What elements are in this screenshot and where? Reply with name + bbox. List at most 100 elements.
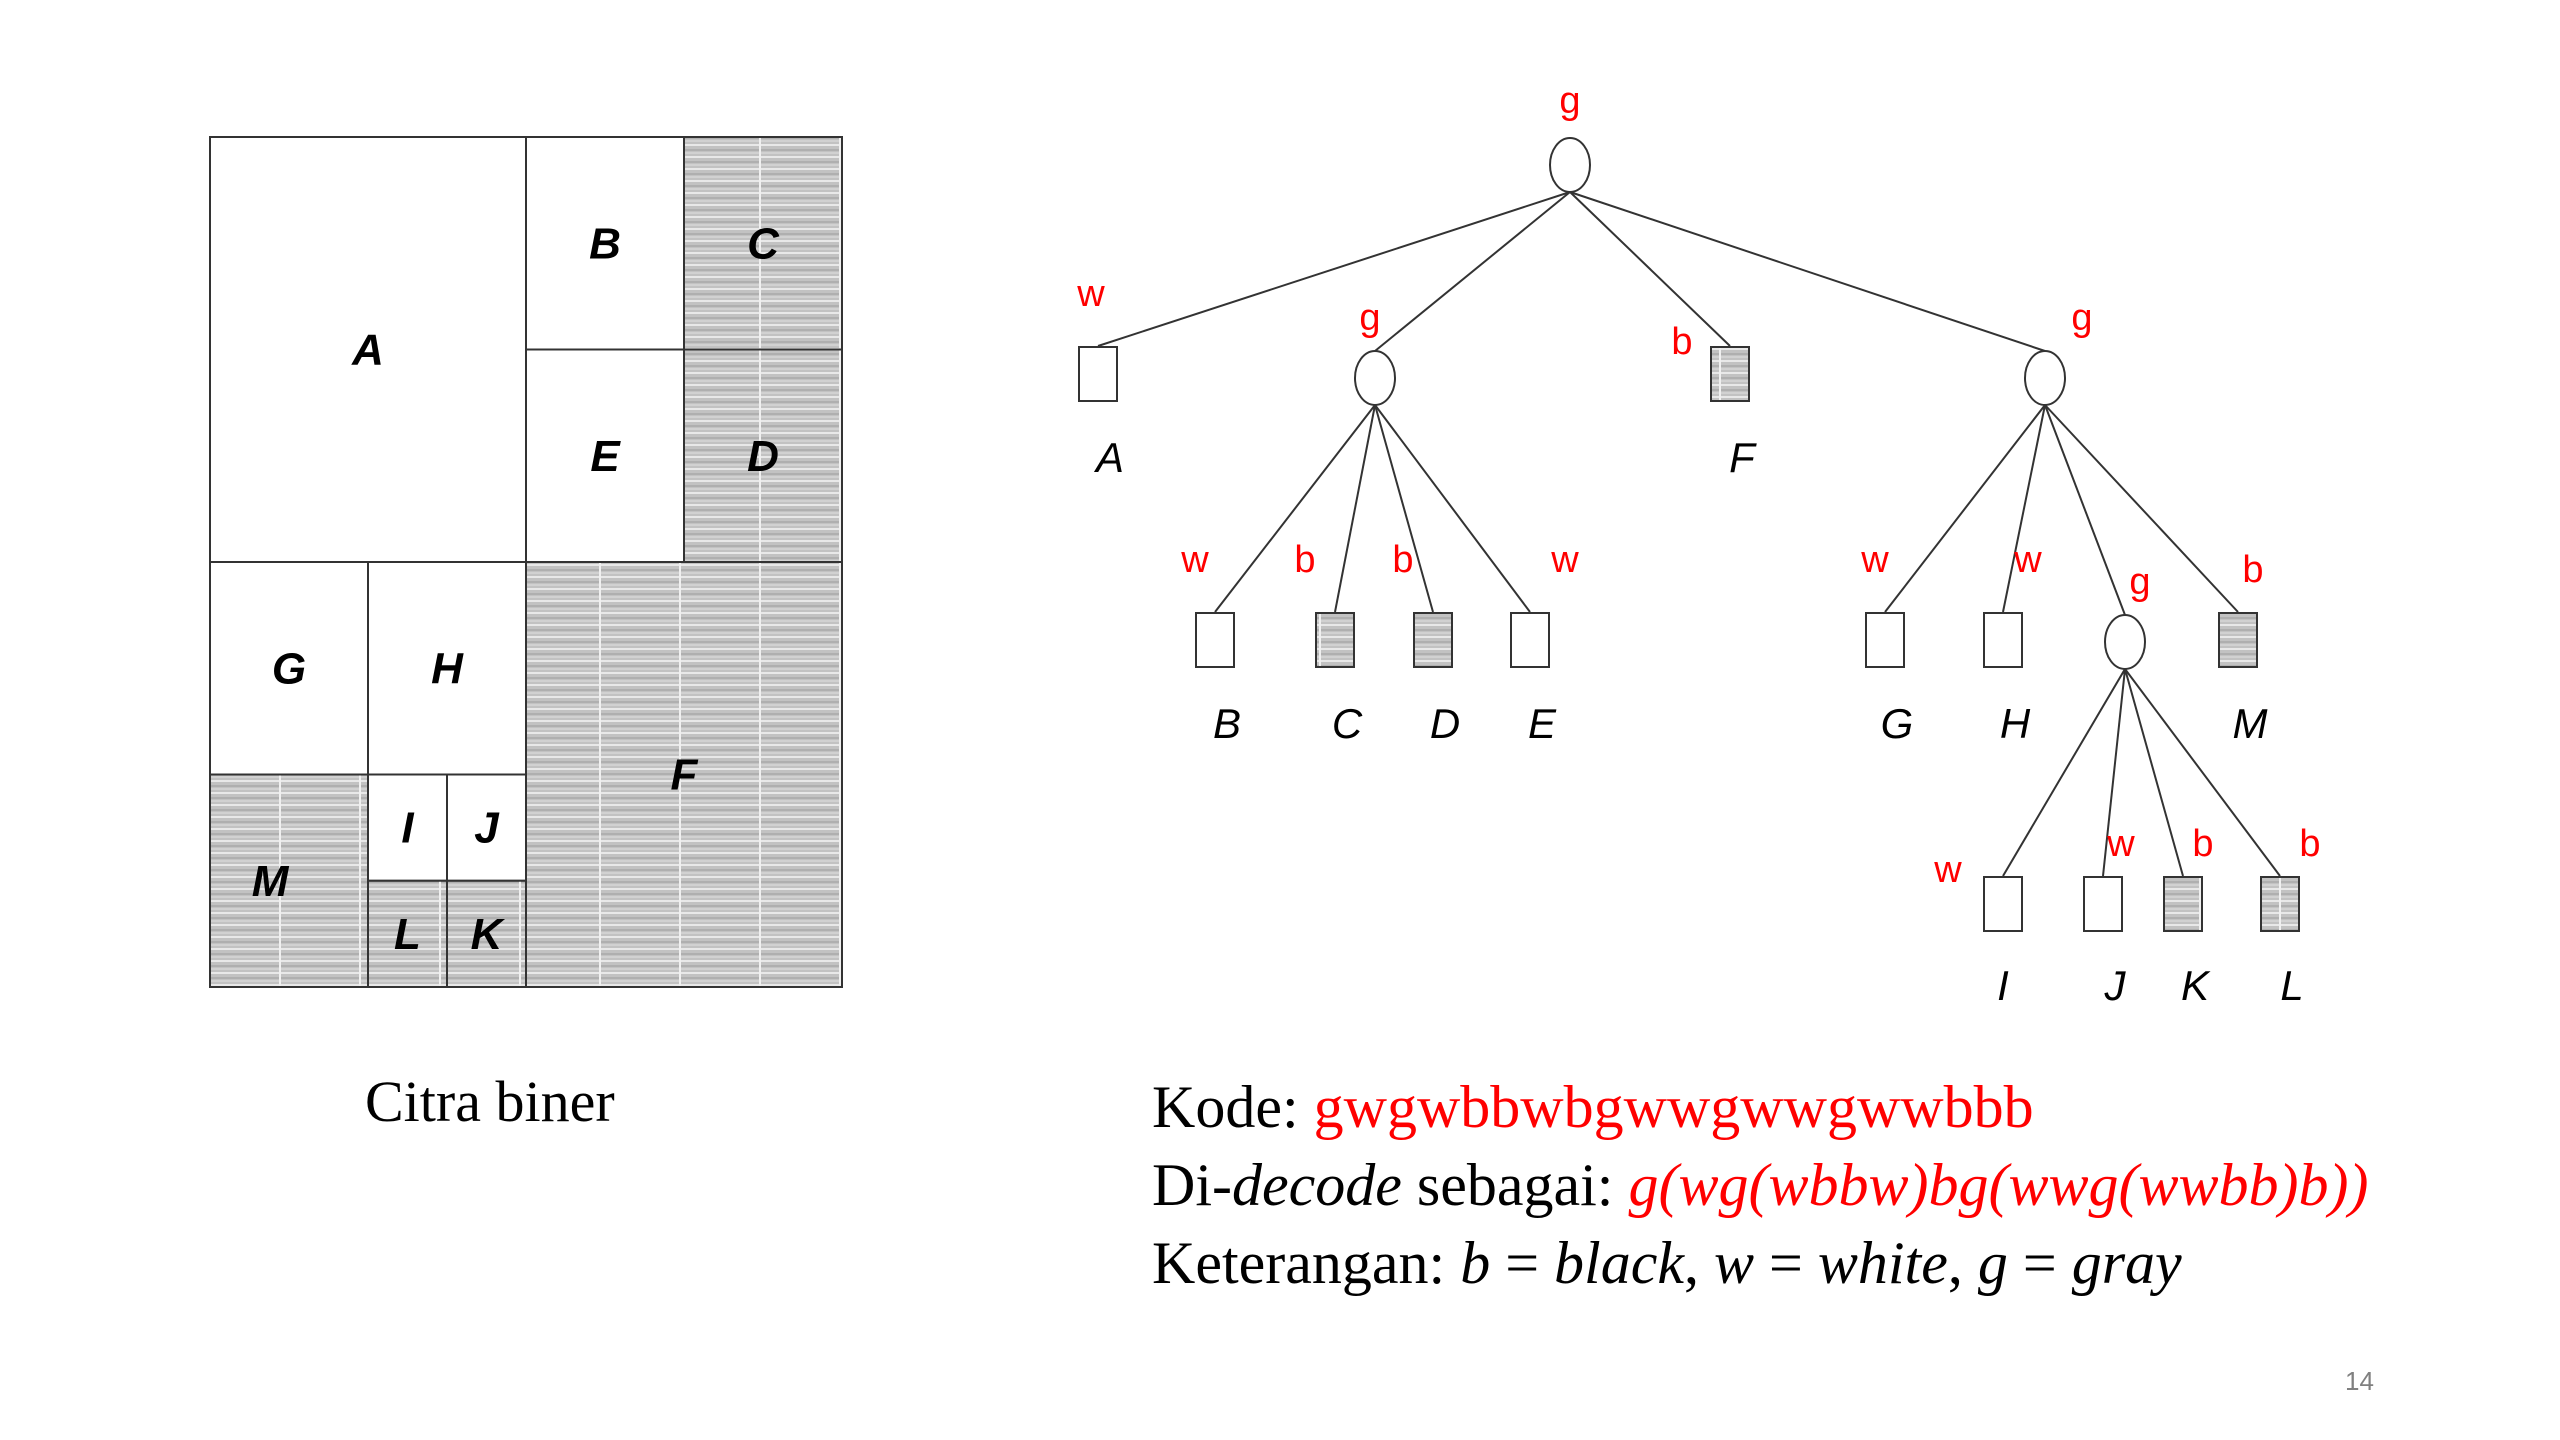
tree-color-label-H: w bbox=[2013, 539, 2042, 581]
edge-g3-J bbox=[2102, 668, 2126, 877]
tree-leaf-M bbox=[2218, 612, 2258, 668]
edge-root-A bbox=[1097, 191, 1571, 347]
tree-leaf-A bbox=[1078, 346, 1118, 402]
region-label-I: I bbox=[401, 804, 414, 853]
tree-color-label-A: w bbox=[1076, 273, 1105, 315]
tree-color-label-G: w bbox=[1860, 539, 1889, 581]
edge-g3-I bbox=[2002, 668, 2126, 877]
tree-leaf-label-L: L bbox=[2280, 962, 2303, 1009]
legend-line: Keterangan: b = black, w = white, g = gr… bbox=[1152, 1224, 2368, 1302]
tree-leaf-K bbox=[2163, 876, 2203, 932]
region-H bbox=[367, 561, 527, 776]
edge-g3-K bbox=[2124, 668, 2184, 877]
code-label: Kode: bbox=[1152, 1074, 1314, 1140]
legend-b: b bbox=[1460, 1230, 1491, 1296]
tree-leaf-B bbox=[1195, 612, 1235, 668]
region-label-D: D bbox=[747, 432, 779, 481]
tree-color-label-F: b bbox=[1671, 321, 1692, 363]
edge-g2-G bbox=[1884, 404, 2046, 613]
region-label-G: G bbox=[272, 644, 306, 693]
tree-leaf-label-E: E bbox=[1528, 700, 1557, 747]
tree-leaf-J bbox=[2083, 876, 2123, 932]
decode-value: g(wg(wbbw)bg(wwg(wwbb)b)) bbox=[1628, 1152, 2369, 1218]
tree-leaf-label-M: M bbox=[2233, 700, 2268, 747]
tree-node-g1 bbox=[1354, 350, 1396, 406]
tree-leaf-G bbox=[1865, 612, 1905, 668]
tree-leaf-D bbox=[1413, 612, 1453, 668]
tree-color-label-I: w bbox=[1933, 849, 1962, 891]
tree-leaf-label-C: C bbox=[1332, 700, 1363, 747]
legend-label: Keterangan: bbox=[1152, 1230, 1461, 1296]
region-label-K: K bbox=[471, 910, 506, 959]
tree-color-label-L: b bbox=[2299, 823, 2320, 865]
code-line: Kode: gwgwbbwbgwwgwwgwwbbb bbox=[1152, 1068, 2368, 1146]
image-caption: Citra biner bbox=[365, 1069, 615, 1134]
edge-g2-M bbox=[2044, 404, 2239, 613]
tree-leaf-H bbox=[1983, 612, 2023, 668]
decode-prefix: Di- bbox=[1152, 1152, 1232, 1218]
edge-root-g1 bbox=[1374, 191, 1571, 352]
decode-suffix: sebagai: bbox=[1401, 1152, 1629, 1218]
decode-line: Di-decode sebagai: g(wg(wbbw)bg(wwg(wwbb… bbox=[1152, 1146, 2368, 1224]
tree-leaf-label-D: D bbox=[1430, 700, 1460, 747]
tree-color-label-K: b bbox=[2192, 823, 2213, 865]
tree-color-label-M: b bbox=[2242, 549, 2263, 591]
region-label-B: B bbox=[589, 219, 621, 268]
region-label-M: M bbox=[252, 857, 290, 906]
legend-gray: gray bbox=[2071, 1230, 2182, 1296]
tree-leaf-label-H: H bbox=[2000, 700, 2031, 747]
tree-leaf-I bbox=[1983, 876, 2023, 932]
region-G bbox=[209, 561, 369, 776]
tree-color-label-E: w bbox=[1550, 539, 1579, 581]
edge-g2-g3 bbox=[2044, 404, 2126, 616]
legend-g-eq: = bbox=[2007, 1230, 2072, 1296]
tree-node-g3 bbox=[2104, 614, 2146, 670]
region-M bbox=[209, 773, 369, 988]
tree-color-label-g2: g bbox=[2071, 297, 2092, 339]
tree-leaf-label-F: F bbox=[1729, 434, 1757, 481]
tree-node-root bbox=[1549, 137, 1591, 193]
tree-leaf-C bbox=[1315, 612, 1355, 668]
tree-color-label-root: g bbox=[1559, 80, 1580, 122]
region-label-C: C bbox=[747, 219, 780, 268]
legend-black: black bbox=[1554, 1230, 1684, 1296]
edge-g2-H bbox=[2002, 404, 2046, 613]
tree-leaf-L bbox=[2260, 876, 2300, 932]
tree-node-g2 bbox=[2024, 350, 2066, 406]
image-border bbox=[209, 136, 843, 988]
edge-g1-E bbox=[1374, 404, 1531, 613]
tree-leaf-label-G: G bbox=[1881, 700, 1914, 747]
legend-sep-1: , bbox=[1683, 1230, 1714, 1296]
code-text-block: Kode: gwgwbbwbgwwgwwgwwbbb Di-decode seb… bbox=[1152, 1068, 2368, 1302]
tree-color-label-g3: g bbox=[2129, 561, 2150, 603]
edge-g1-D bbox=[1374, 404, 1434, 613]
tree-color-label-C: b bbox=[1294, 539, 1315, 581]
slide-number: 14 bbox=[2345, 1366, 2374, 1396]
region-label-F: F bbox=[671, 751, 699, 800]
tree-leaf-E bbox=[1510, 612, 1550, 668]
edge-g1-C bbox=[1334, 404, 1376, 613]
tree-leaf-label-J: J bbox=[2104, 962, 2127, 1009]
region-A bbox=[209, 136, 527, 563]
region-J bbox=[446, 773, 527, 882]
tree-leaf-label-B: B bbox=[1213, 700, 1241, 747]
legend-g: g bbox=[1977, 1230, 2008, 1296]
region-L bbox=[367, 879, 448, 988]
edge-root-g2 bbox=[1569, 191, 2046, 352]
tree-leaf-F bbox=[1710, 346, 1750, 402]
legend-b-eq: = bbox=[1490, 1230, 1555, 1296]
region-label-H: H bbox=[431, 644, 464, 693]
tree-leaf-label-K: K bbox=[2181, 962, 2211, 1009]
edge-root-F bbox=[1569, 191, 1731, 347]
region-label-L: L bbox=[394, 910, 421, 959]
region-label-J: J bbox=[474, 804, 500, 853]
tree-leaf-label-A: A bbox=[1093, 434, 1124, 481]
edge-g3-L bbox=[2124, 668, 2281, 877]
tree-color-label-J: w bbox=[2106, 823, 2135, 865]
legend-white: white bbox=[1817, 1230, 1948, 1296]
tree-color-label-B: w bbox=[1180, 539, 1209, 581]
region-label-A: A bbox=[351, 326, 384, 375]
